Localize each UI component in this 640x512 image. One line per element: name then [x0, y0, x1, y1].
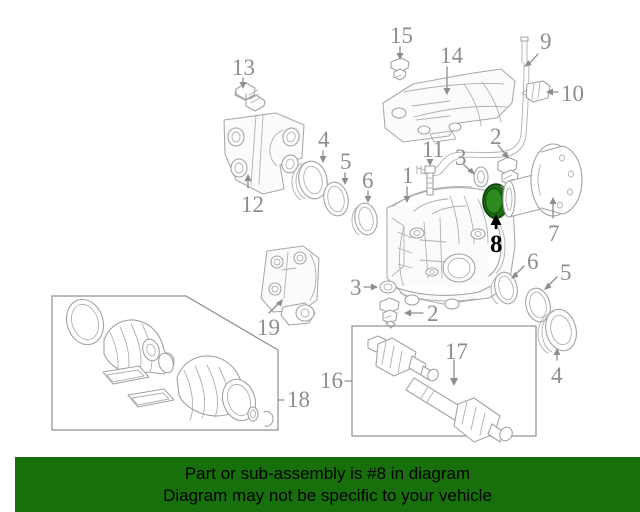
part-12-mount-bracket — [223, 112, 305, 195]
part-10-hose-clip — [521, 80, 551, 103]
callout-label-15: 15 — [390, 23, 413, 48]
part-11-stud-bolt — [424, 165, 436, 196]
part-3-gasket-bottom — [379, 280, 397, 294]
callout-label-17: 17 — [445, 339, 468, 364]
part-1-carrier-housing — [386, 186, 516, 310]
part-2-drain-plug-bottom — [379, 297, 400, 329]
part-13-flange-bolt — [234, 82, 266, 112]
part-18-cv-boot-kit-contents — [65, 298, 274, 427]
callout-label-2-top: 2 — [490, 124, 502, 149]
part-16-halfshaft-assembly — [367, 335, 513, 443]
part-4-bearing-top — [291, 160, 328, 201]
banner-line-primary: Part or sub-assembly is #8 in diagram — [184, 464, 471, 484]
callout-leader-8-highlighted — [490, 214, 502, 230]
callout-label-3-top: 3 — [455, 145, 467, 170]
part-5-shim-top — [323, 181, 349, 217]
callout-label-2-bottom: 2 — [427, 301, 439, 326]
callout-label-19: 19 — [257, 315, 280, 340]
callout-label-13: 13 — [232, 55, 255, 80]
part-14-heat-shield — [382, 68, 516, 143]
callout-label-9: 9 — [540, 29, 552, 54]
callout-label-4-bottom: 4 — [551, 363, 563, 388]
callout-label-6-top: 6 — [362, 168, 374, 193]
callout-label-11: 11 — [422, 137, 445, 162]
callout-label-7: 7 — [548, 221, 560, 246]
part-4-bearing-bottom — [537, 308, 577, 354]
part-6-seal-bottom — [490, 271, 518, 305]
part-5-shim-bottom — [525, 287, 551, 323]
part-7-output-flange — [502, 143, 583, 218]
callout-label-5-top: 5 — [340, 149, 352, 174]
part-3-gasket-top — [473, 166, 489, 188]
callout-label-8-highlighted: 8 — [490, 231, 503, 258]
callout-label-12: 12 — [241, 192, 264, 217]
callout-label-6-bottom: 6 — [527, 249, 539, 274]
inset-box-cv-boot-kit — [51, 295, 279, 431]
callout-label-14: 14 — [440, 43, 463, 68]
callout-label-5-bottom: 5 — [560, 260, 572, 285]
callout-label-1: 1 — [402, 163, 414, 188]
part-19-support-bracket — [260, 245, 320, 326]
callout-label-18: 18 — [287, 387, 310, 412]
banner-line-secondary: Diagram may not be specific to your vehi… — [163, 485, 492, 505]
callout-label-3-bottom: 3 — [350, 275, 362, 300]
callout-label-16: 16 — [320, 368, 343, 393]
callout-leaders — [239, 46, 561, 401]
part-notice-banner: Part or sub-assembly is #8 in diagram Di… — [15, 457, 640, 512]
part-6-seal-top — [351, 202, 378, 236]
callout-label-10: 10 — [561, 81, 584, 106]
callout-label-4-top: 4 — [318, 127, 330, 152]
part-15-shield-bolt — [390, 57, 410, 81]
